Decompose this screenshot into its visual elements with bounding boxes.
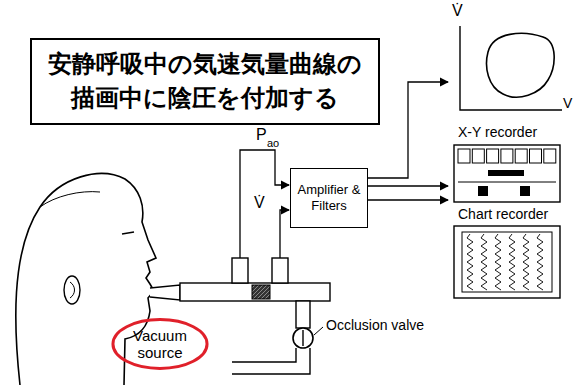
ear — [64, 276, 80, 304]
head-profile — [16, 174, 156, 385]
flow-signal-line — [280, 210, 289, 258]
paper-strip — [462, 232, 552, 292]
signal-name: P — [256, 126, 267, 144]
panel-line — [458, 182, 556, 183]
pneumotach-mesh — [252, 285, 270, 299]
channel-module — [472, 149, 484, 163]
title-box: 安静呼吸中の気速気量曲線の 描画中に陰圧を付加する — [30, 38, 380, 125]
trace — [481, 234, 487, 290]
channel-module — [501, 149, 513, 163]
vacuum-source: Vacuum source — [112, 318, 208, 370]
recorder-housing — [454, 145, 560, 202]
channel-module — [515, 149, 527, 163]
signal-subscript: ao — [267, 137, 279, 149]
channel-module — [530, 149, 542, 163]
signal-connector — [368, 199, 448, 200]
trace — [523, 234, 529, 290]
trace — [495, 234, 501, 290]
xy-plot — [448, 22, 574, 140]
part-label: Occlusion valve — [326, 318, 424, 333]
leader-line — [314, 327, 323, 335]
highlight-ellipse — [113, 320, 207, 369]
signal-name: V̇ — [254, 194, 265, 212]
paper-housing — [454, 226, 560, 298]
node-label: Chart recorder — [458, 206, 548, 222]
display-bar — [488, 170, 524, 176]
occlusion-valve — [293, 328, 313, 348]
xy-recorder: X-Y recorder — [448, 22, 574, 140]
breathing-tube — [180, 283, 330, 301]
node-label: Vacuum source — [120, 327, 200, 362]
node-label: Amplifier & Filters — [295, 182, 363, 215]
pressure-transducer — [232, 258, 248, 283]
signal-connector — [368, 82, 448, 178]
channel-module — [544, 149, 556, 163]
knob — [520, 186, 530, 196]
trace — [537, 234, 543, 290]
axis-label: V̇ — [452, 2, 463, 20]
vacuum-pipe — [232, 348, 310, 374]
node-label: X-Y recorder — [458, 124, 537, 140]
trace — [467, 234, 473, 290]
channel-module — [487, 149, 499, 163]
eye — [122, 232, 134, 234]
chart-recorder-figure — [448, 142, 570, 302]
amplifier-box: Amplifier & Filters — [290, 168, 368, 228]
pressure-signal-line — [240, 150, 289, 258]
node-label: 安静呼吸中の気速気量曲線の 描画中に陰圧を付加する — [44, 48, 366, 115]
flow-volume-loop — [487, 33, 555, 97]
knob — [478, 186, 488, 196]
plot-axes — [460, 26, 562, 110]
valve-stem — [302, 330, 303, 346]
channel-module — [458, 149, 470, 163]
flow-transducer — [272, 258, 288, 283]
valve-pipe — [296, 301, 310, 328]
signal-connector — [368, 185, 448, 186]
chart-recorder: Chart recorder — [448, 142, 570, 302]
axis-label: V — [563, 96, 572, 111]
ear-inner — [70, 282, 75, 298]
trace — [509, 234, 515, 290]
mouthpiece — [150, 285, 180, 300]
hair — [40, 192, 100, 207]
